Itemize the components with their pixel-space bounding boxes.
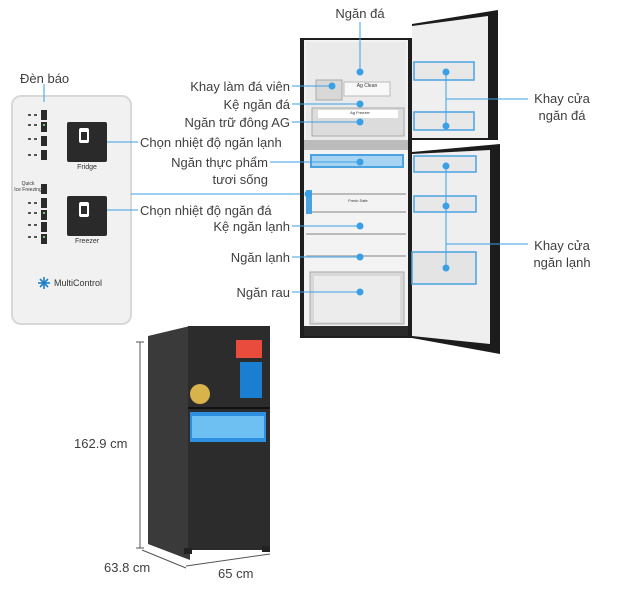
label-fridge-shelf: Kệ ngăn lạnh	[213, 219, 290, 234]
fridge-fresh-safe-label: Fresh Safe	[348, 198, 368, 203]
label-fresh-food-2: tươi sống	[212, 172, 268, 187]
label-freezer-temp-select: Chọn nhiệt độ ngăn đá	[140, 203, 272, 218]
label-fridge-door-tray-1: Khay cửa	[534, 238, 590, 253]
panel-quick-ice-label: Ice Freezing	[14, 187, 42, 193]
control-panel	[11, 95, 132, 325]
dimension-width: 65 cm	[218, 566, 254, 581]
indicator-leds	[41, 110, 47, 244]
fridge-ag-freezer-label: Ag Freezer	[350, 110, 370, 115]
label-fresh-food-1: Ngăn thực phẩm	[171, 155, 268, 170]
multicontrol-logo-icon	[38, 277, 50, 289]
label-fridge-door-tray-2: ngăn lạnh	[533, 255, 591, 270]
indicator-dots	[28, 114, 37, 238]
panel-fridge-label: Fridge	[77, 164, 97, 171]
label-fridge-compartment: Ngăn lạnh	[230, 250, 290, 265]
dimension-height: 162.9 cm	[74, 436, 128, 451]
label-indicator: Đèn báo	[20, 71, 70, 86]
label-freezer-shelf: Kệ ngăn đá	[223, 97, 290, 112]
label-ag-freeze: Ngăn trữ đông AG	[184, 115, 290, 130]
label-vegetable-drawer: Ngăn rau	[236, 285, 290, 300]
open-fridge-illustration	[300, 10, 500, 354]
label-freezer-door-tray-1: Khay cửa	[534, 91, 590, 106]
label-ice-tray: Khay làm đá viên	[190, 79, 290, 94]
label-freezer-door-tray-2: ngăn đá	[538, 108, 586, 123]
label-fridge-temp-select: Chọn nhiệt độ ngăn lạnh	[140, 135, 282, 150]
panel-freezer-label: Freezer	[74, 238, 100, 245]
panel-quick-label: Quick	[21, 181, 35, 187]
closed-fridge-illustration	[148, 326, 270, 560]
callout-lines	[270, 22, 528, 296]
label-ice-compartment: Ngăn đá	[335, 6, 385, 21]
dimension-depth: 63.8 cm	[104, 560, 151, 575]
fridge-ag-clean-label: Ag Clean	[356, 83, 378, 89]
dimension-lines	[136, 341, 271, 569]
panel-brand-label: MultiControl	[54, 278, 103, 288]
